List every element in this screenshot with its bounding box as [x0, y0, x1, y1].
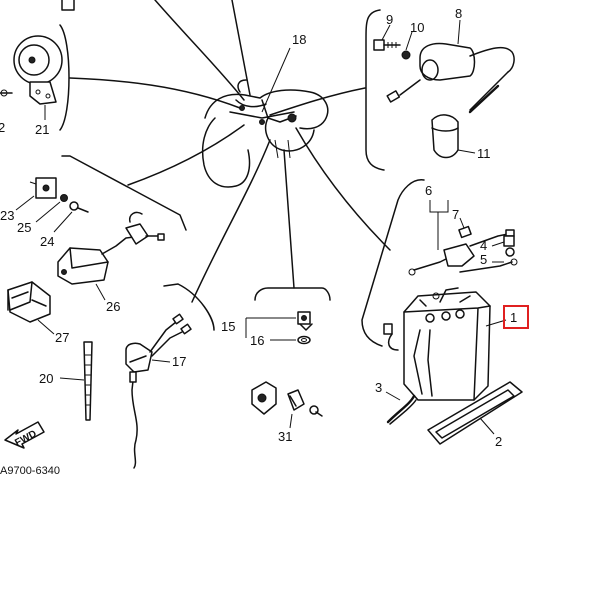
leader-24 — [53, 211, 73, 233]
label-21: 21 — [35, 122, 49, 137]
label-2: 2 — [495, 434, 502, 449]
rectifier-26 — [57, 211, 165, 285]
diagram-code: A9700-6340 — [0, 465, 60, 477]
clip-top — [61, 0, 75, 11]
switch-31 — [251, 381, 323, 417]
leader-20 — [59, 377, 85, 381]
horn-assembly — [0, 35, 63, 120]
label-18: 18 — [292, 32, 306, 47]
label-5: 5 — [480, 252, 487, 267]
leader-10 — [405, 31, 413, 51]
leader-7 — [459, 217, 465, 229]
label-25: 25 — [17, 220, 31, 235]
frame-silhouette — [201, 79, 329, 188]
label-8: 8 — [455, 6, 462, 21]
band-20 — [83, 341, 93, 421]
leader-9 — [381, 24, 391, 41]
tube-3 — [386, 394, 417, 425]
label-23: 23 — [0, 208, 14, 223]
label-3: 3 — [375, 380, 382, 395]
ignition-coil — [386, 42, 515, 114]
label-15: 15 — [221, 319, 235, 334]
leader-6 — [429, 200, 449, 250]
label-17: 17 — [172, 354, 186, 369]
leader-1 — [485, 319, 507, 327]
label-16: 16 — [250, 333, 264, 348]
label-4: 4 — [480, 238, 487, 253]
label-20: 20 — [39, 371, 53, 386]
label-1: 1 — [510, 310, 517, 325]
wiring-lines — [69, 0, 391, 303]
leader-3 — [385, 391, 401, 401]
bolt-9 — [373, 39, 401, 51]
spark-plug-cap — [431, 114, 459, 159]
leader-2 — [479, 417, 495, 435]
lead-5 — [459, 258, 518, 273]
leader-17 — [151, 359, 171, 363]
battery-lead-6 — [408, 229, 515, 276]
label-9: 9 — [386, 12, 393, 27]
label-6: 6 — [425, 183, 432, 198]
bracket-horn — [59, 24, 70, 131]
leader-8 — [457, 19, 461, 45]
label-edge: 2 — [0, 120, 5, 135]
label-7: 7 — [452, 207, 459, 222]
bolt-4 — [503, 235, 515, 257]
leader-11 — [457, 149, 476, 154]
leader-23 — [15, 195, 35, 211]
washer-16 — [297, 335, 311, 345]
highlight-box-part-1 — [503, 305, 529, 329]
leader-25 — [35, 201, 61, 223]
leader-4 — [491, 241, 505, 247]
washer-25 — [60, 194, 68, 202]
strap-2 — [427, 381, 523, 445]
relay-23 — [29, 177, 57, 199]
screw-24 — [69, 201, 89, 213]
label-27: 27 — [55, 330, 69, 345]
bracket-fuse — [254, 287, 331, 301]
leader-27 — [37, 319, 55, 335]
label-10: 10 — [410, 20, 424, 35]
leader-26 — [95, 283, 106, 301]
label-26: 26 — [106, 299, 120, 314]
leader-18 — [261, 47, 291, 113]
bolt-15 — [297, 311, 313, 331]
bracket-battery — [361, 179, 425, 347]
label-31: 31 — [278, 429, 292, 444]
fwd-arrow-icon: FWD — [4, 421, 45, 449]
bracket-coil — [365, 9, 385, 171]
label-11: 11 — [477, 146, 491, 161]
leader-31 — [289, 413, 293, 429]
battery-1 — [383, 287, 491, 401]
bracket-rectifier — [61, 155, 187, 231]
fuse-7 — [458, 225, 472, 239]
washer-10 — [401, 50, 411, 60]
cover-27 — [7, 281, 51, 323]
cdi-17 — [125, 313, 192, 469]
bracket-cdi — [163, 283, 215, 331]
label-24: 24 — [40, 234, 54, 249]
